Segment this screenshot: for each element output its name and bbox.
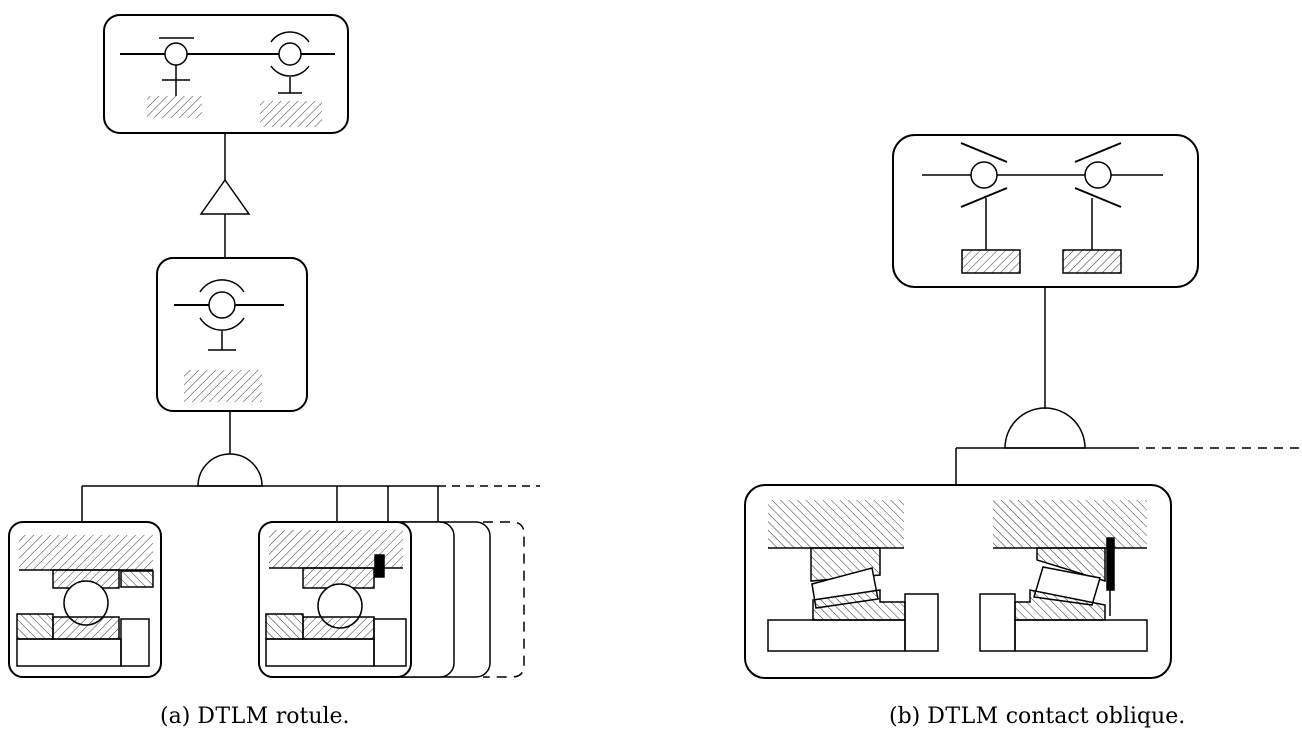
- ball-bearing-box-with-circlip: [258, 521, 412, 678]
- tapered-roller-bearing-left: [767, 500, 939, 652]
- tapered-roller-bearings-box: [744, 484, 1172, 679]
- caption-a-label: (a): [160, 704, 198, 729]
- tapered-roller-bearing-right: [979, 500, 1148, 652]
- caption-a-acronym: DTLM: [197, 704, 269, 729]
- top-assembly-box: [103, 14, 349, 134]
- caption-b: (b) DTLM contact oblique.: [889, 704, 1185, 729]
- angular-contact-assembly-box: [892, 134, 1199, 288]
- and-gate: [1004, 407, 1086, 449]
- or-gate: [199, 178, 251, 215]
- panel-a: [8, 14, 540, 678]
- and-gate: [197, 453, 263, 487]
- linear-annular-joint-icon: [147, 37, 202, 118]
- caption-a: (a) DTLM rotule.: [160, 704, 350, 729]
- caption-b-text: contact oblique.: [998, 704, 1186, 729]
- caption-a-text: rotule.: [268, 704, 350, 729]
- spherical-joint-box: [156, 257, 308, 412]
- caption-b-label: (b): [889, 704, 928, 729]
- caption-b-acronym: DTLM: [927, 704, 999, 729]
- spherical-joint-icon: [184, 279, 262, 402]
- angular-contact-joint-icon: [960, 142, 1021, 274]
- ball-bearing-box: [8, 521, 162, 678]
- panel-b: [744, 134, 1302, 679]
- spherical-joint-icon: [260, 31, 322, 127]
- angular-contact-joint-icon: [1062, 142, 1122, 274]
